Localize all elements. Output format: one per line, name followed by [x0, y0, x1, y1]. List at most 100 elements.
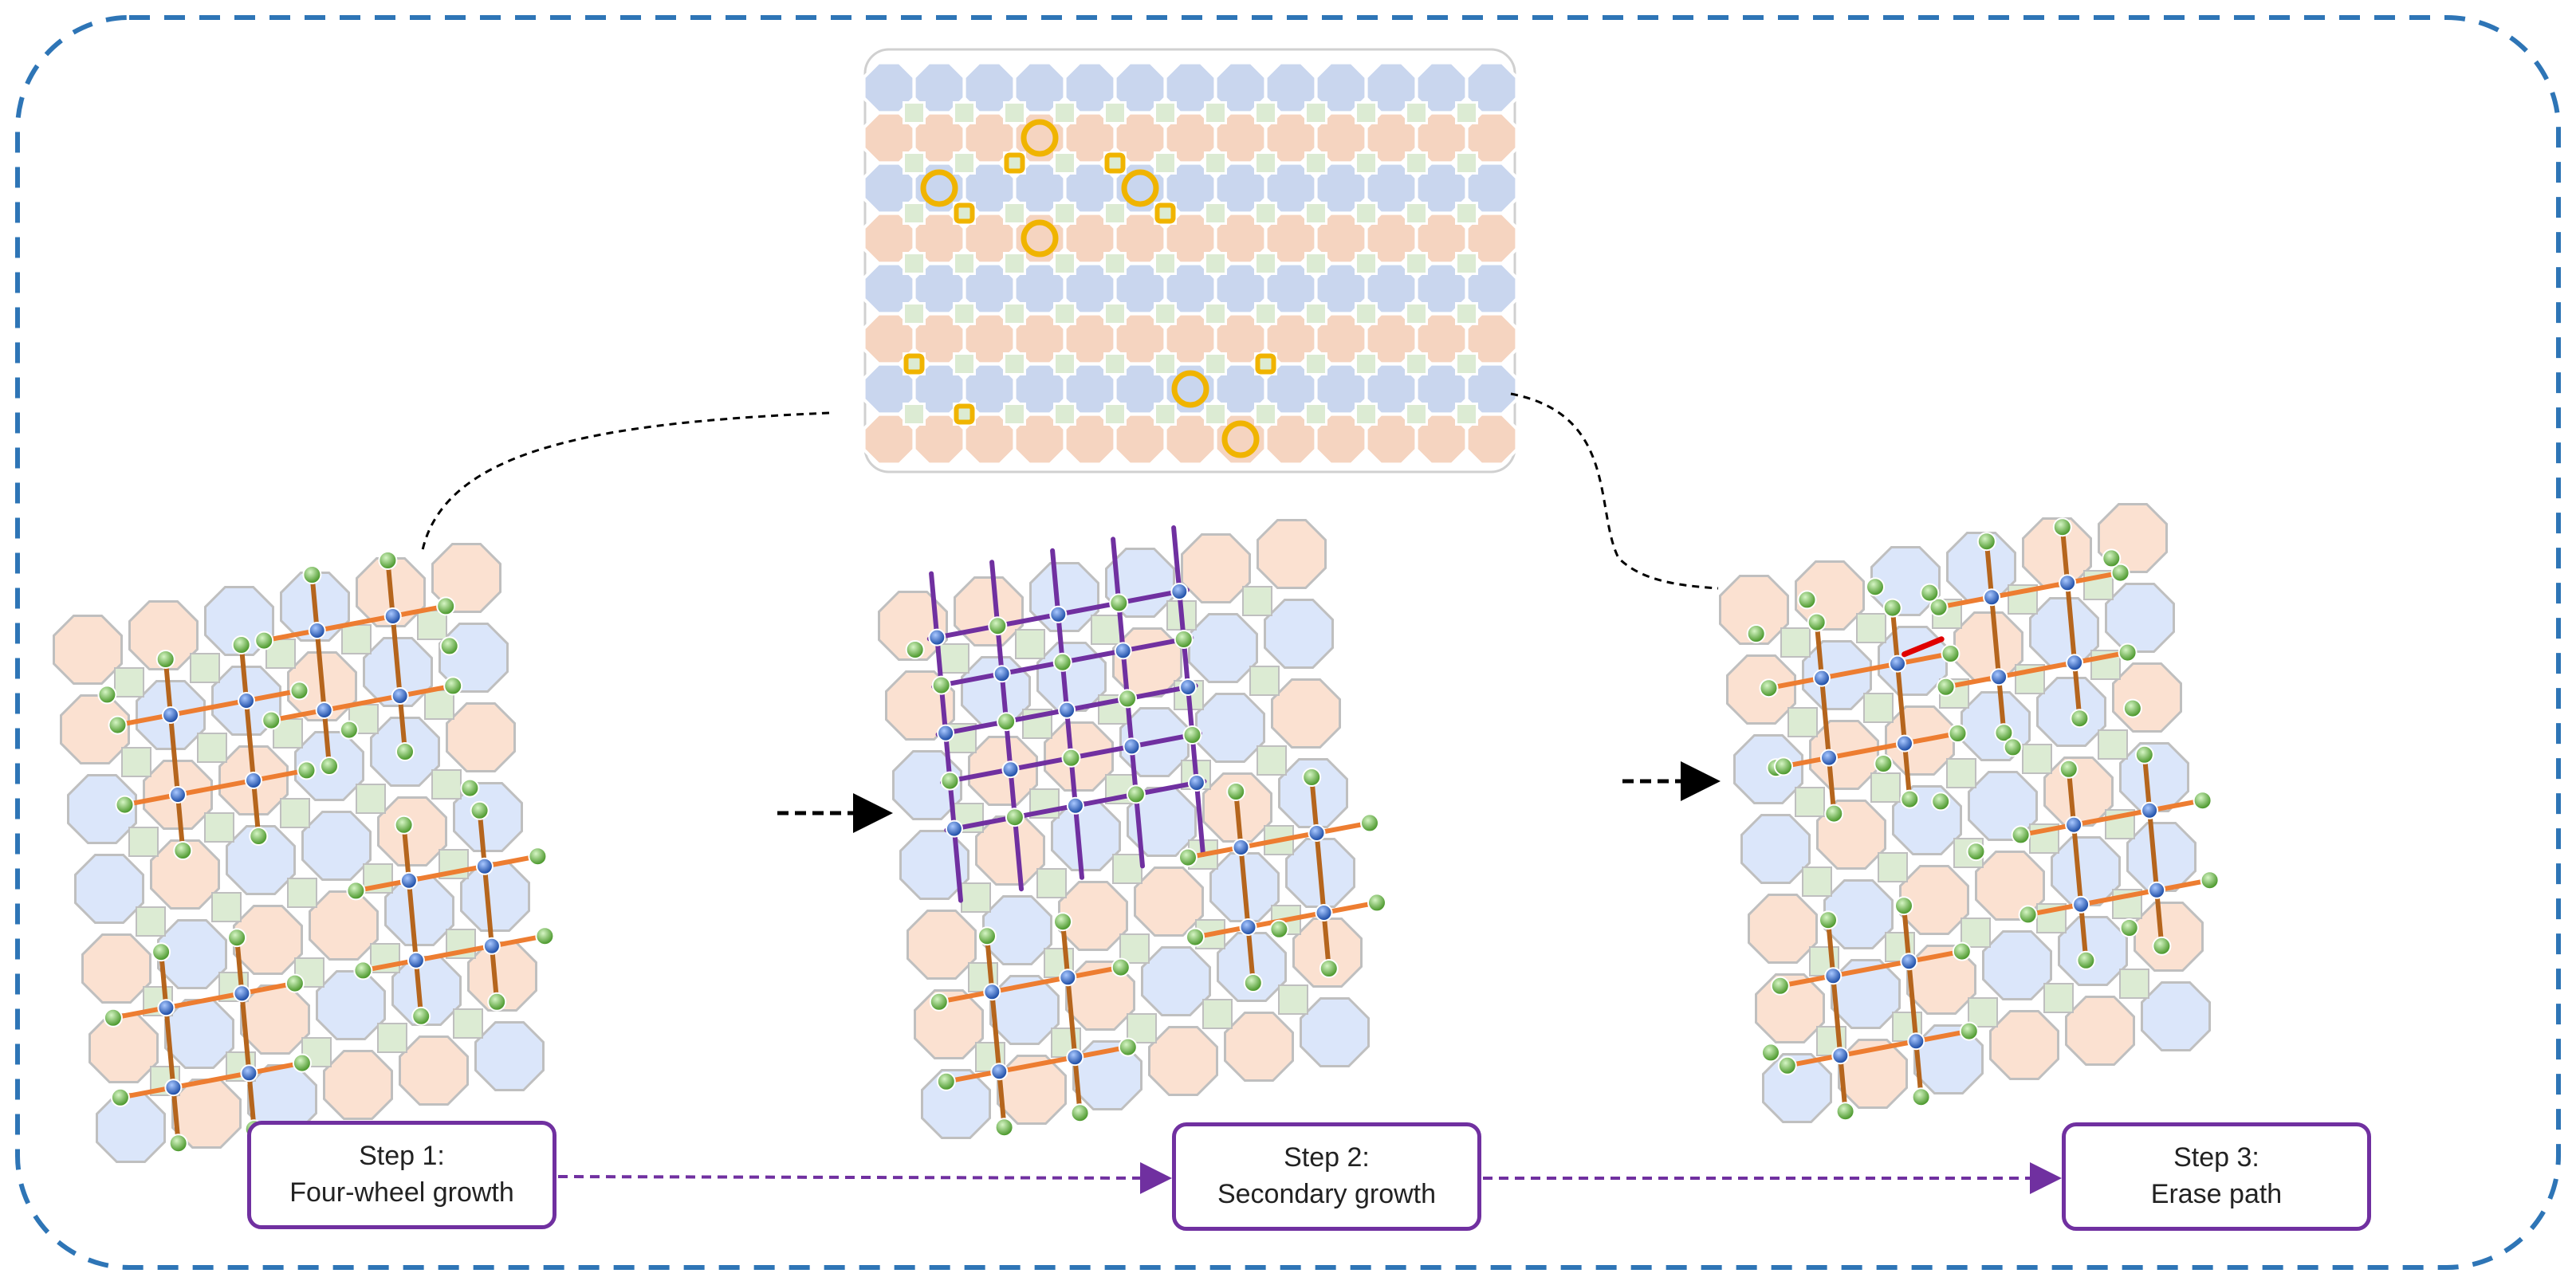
- green-node: [297, 760, 317, 780]
- green-node: [110, 1087, 130, 1107]
- step3-label: Erase path: [2150, 1179, 2283, 1209]
- green-node: [2059, 759, 2078, 779]
- octagon-cell: [164, 999, 234, 1069]
- path-edge: [353, 854, 541, 894]
- green-node: [931, 675, 951, 695]
- octagon-cell: [67, 774, 137, 844]
- path-edge: [309, 572, 332, 768]
- green-node: [1053, 912, 1072, 932]
- octagon-cell: [2119, 742, 2189, 812]
- green-node: [155, 650, 175, 669]
- green-node: [439, 636, 459, 656]
- octagon-cell: [2112, 662, 2182, 733]
- square-cell: [121, 747, 151, 777]
- step1-number: Step 1:: [359, 1141, 445, 1172]
- octagon-cell: [53, 615, 123, 685]
- path-edge: [1984, 539, 2007, 736]
- green-node: [353, 961, 373, 980]
- square-cell: [1103, 202, 1127, 225]
- step3-box: Step 3: Erase path: [2062, 1122, 2371, 1231]
- octagon-cell: [1975, 851, 2045, 921]
- green-node: [1819, 910, 1838, 930]
- blue-node: [1066, 1048, 1084, 1067]
- green-node: [108, 715, 128, 735]
- square-cell: [903, 101, 926, 124]
- octagon-cell: [431, 543, 501, 613]
- blue-node: [1114, 642, 1132, 660]
- green-node: [1746, 624, 1766, 643]
- green-node: [436, 596, 456, 616]
- reference-lattice: [862, 48, 1519, 474]
- octagon-cell: [1181, 533, 1251, 603]
- green-node: [1966, 842, 1986, 862]
- step3-number: Step 3:: [2173, 1142, 2259, 1173]
- blue-node: [1824, 967, 1843, 985]
- green-node: [1243, 973, 1263, 992]
- square-cell: [1870, 772, 1901, 803]
- large-ring-marker: [1121, 169, 1159, 207]
- square-cell: [953, 352, 976, 375]
- square-cell: [1355, 202, 1378, 225]
- octagon-cell: [1264, 599, 1334, 669]
- green-node: [1061, 748, 1081, 768]
- step2-number: Step 2:: [1284, 1142, 1370, 1173]
- green-node: [1174, 630, 1194, 649]
- blue-node: [1907, 1032, 1925, 1051]
- octagon-cell: [460, 862, 530, 932]
- green-node: [1226, 782, 1246, 801]
- octagon-cell: [391, 956, 462, 1026]
- square-cell: [1154, 403, 1177, 426]
- square-cell: [1015, 629, 1045, 659]
- green-node: [346, 881, 366, 901]
- blue-node: [928, 628, 946, 646]
- large-ring-marker: [920, 169, 958, 207]
- square-cell: [1154, 151, 1177, 175]
- blue-node: [482, 937, 501, 955]
- green-node: [292, 1053, 312, 1073]
- square-cell: [1204, 252, 1227, 275]
- blue-node: [240, 1064, 258, 1083]
- arrow-step1-to-step2: [557, 1161, 1172, 1194]
- square-cell: [1003, 202, 1026, 225]
- square-cell: [1968, 997, 1998, 1028]
- lattice-panel-step2: [878, 519, 1386, 1139]
- square-cell: [1278, 984, 1308, 1015]
- square-cell: [453, 1008, 483, 1039]
- blue-node: [1239, 918, 1257, 936]
- green-node: [1118, 689, 1138, 709]
- square-cell: [1053, 252, 1076, 275]
- square-cell: [211, 892, 242, 922]
- green-node: [1824, 804, 1844, 823]
- green-node: [395, 742, 415, 761]
- green-node: [2052, 517, 2072, 537]
- path-edge: [2066, 766, 2089, 963]
- green-node: [173, 841, 193, 860]
- green-node: [1959, 1021, 1979, 1041]
- path-edge: [2141, 752, 2165, 949]
- square-cell: [1405, 302, 1428, 325]
- square-cell: [1795, 787, 1825, 817]
- octagon-cell: [2029, 597, 2099, 667]
- green-node: [320, 756, 339, 776]
- green-node: [168, 1134, 188, 1153]
- green-node: [103, 1008, 123, 1028]
- blue-node: [169, 786, 187, 804]
- blue-node: [162, 706, 179, 724]
- square-cell: [1154, 101, 1177, 124]
- green-node: [1952, 941, 1972, 961]
- path-edge: [477, 808, 500, 1004]
- path-edge: [1309, 775, 1331, 971]
- octagon-cell: [954, 576, 1024, 646]
- octagon-cell: [233, 905, 303, 975]
- octagon-cell: [1795, 560, 1865, 631]
- connector-curve-right: [1510, 392, 1719, 590]
- green-node: [1941, 644, 1961, 663]
- octagon-cell: [377, 796, 447, 866]
- square-cell: [136, 906, 166, 937]
- blue-node: [2059, 574, 2077, 592]
- blue-node: [1900, 953, 1918, 971]
- octagon-cell: [899, 830, 969, 900]
- green-node: [988, 616, 1008, 636]
- green-node: [1302, 768, 1322, 787]
- green-node: [994, 1118, 1014, 1138]
